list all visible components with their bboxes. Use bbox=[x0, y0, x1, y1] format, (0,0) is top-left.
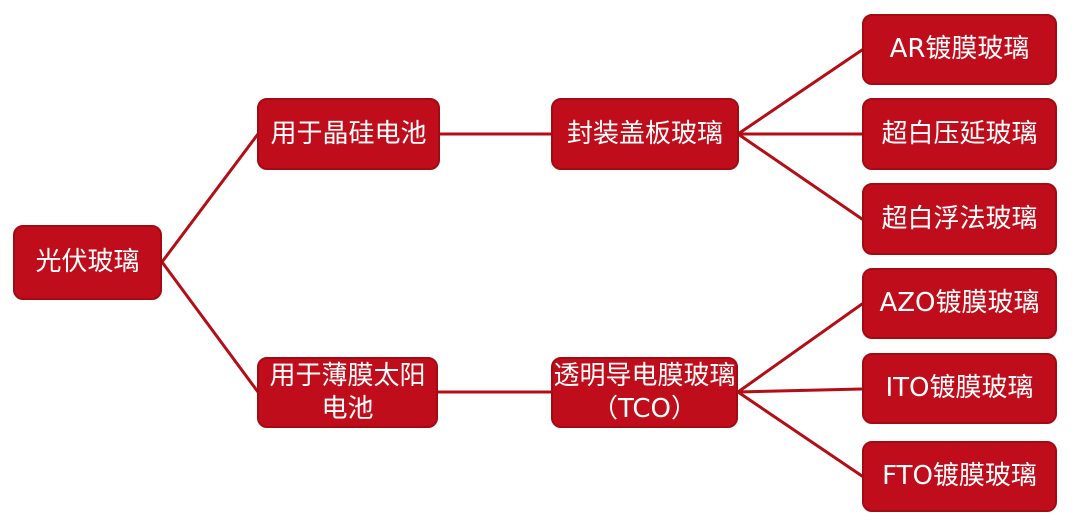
node-ultra-white-float-glass: 超白浮法玻璃 bbox=[862, 183, 1057, 255]
connector-cover-to-ar bbox=[736, 48, 864, 136]
connector-tco-to-azo bbox=[736, 302, 864, 394]
connector-cover-to-float bbox=[736, 132, 864, 221]
node-ito-coated-glass: ITO镀膜玻璃 bbox=[862, 353, 1057, 424]
node-tco-glass: 透明导电膜玻璃 （TCO） bbox=[551, 357, 738, 428]
connector-root-to-crystalline bbox=[160, 132, 260, 264]
node-pv-glass-root: 光伏玻璃 bbox=[13, 225, 162, 300]
node-fto-coated-glass: FTO镀膜玻璃 bbox=[862, 441, 1057, 512]
node-ultra-white-rolled-glass: 超白压延玻璃 bbox=[862, 98, 1057, 170]
node-thin-film-solar-cells: 用于薄膜太阳 电池 bbox=[257, 357, 438, 428]
connector-root-to-thinfilm bbox=[160, 260, 260, 394]
node-ar-coated-glass: AR镀膜玻璃 bbox=[862, 14, 1057, 85]
connector-tco-to-fto bbox=[736, 390, 864, 478]
connector-tco-to-ito bbox=[736, 387, 864, 394]
node-encapsulation-cover-glass: 封装盖板玻璃 bbox=[551, 98, 739, 170]
node-crystalline-silicon-cells: 用于晶硅电池 bbox=[257, 98, 440, 170]
node-azo-coated-glass: AZO镀膜玻璃 bbox=[862, 268, 1057, 339]
